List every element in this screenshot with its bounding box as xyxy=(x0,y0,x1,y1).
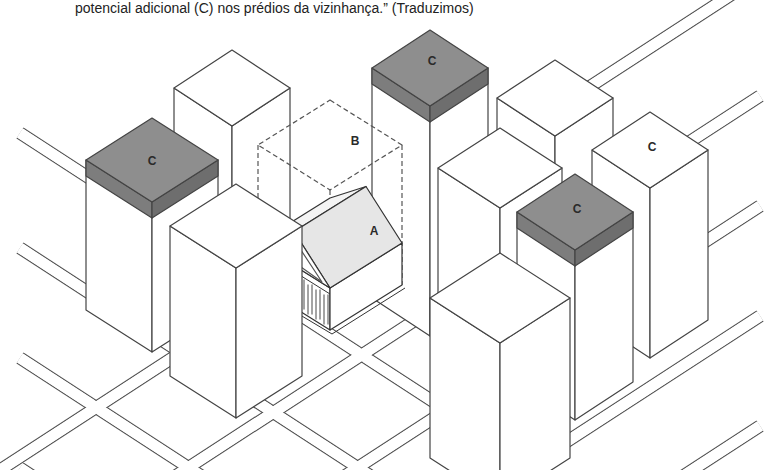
added-potential-letter: C xyxy=(148,155,157,168)
building-roof xyxy=(497,60,613,136)
added-floor-roof xyxy=(517,174,633,250)
column xyxy=(320,290,321,320)
added-potential-letter: C xyxy=(573,203,582,216)
building-roof xyxy=(592,112,708,188)
building-roof xyxy=(174,50,290,126)
added-potential-letter: C xyxy=(648,141,657,154)
column xyxy=(324,295,325,325)
column xyxy=(308,285,309,315)
caption-note: potencial adicional (C) nos prédios da v… xyxy=(75,1,474,16)
lot-letter: B xyxy=(351,135,360,148)
street-edge xyxy=(20,468,773,470)
street xyxy=(0,426,760,470)
street xyxy=(20,468,773,470)
added-floor-roof xyxy=(86,118,218,202)
building-letter: A xyxy=(370,225,379,238)
column xyxy=(312,285,313,315)
added-potential-letter: C xyxy=(428,55,437,68)
added-floor-roof xyxy=(372,30,488,106)
column xyxy=(328,295,329,325)
street xyxy=(20,468,773,470)
building-roof xyxy=(430,253,570,343)
potential-volume-outline xyxy=(258,100,402,190)
column xyxy=(304,280,305,310)
base-step xyxy=(332,288,405,334)
building-roof xyxy=(170,184,302,268)
column xyxy=(316,290,317,320)
